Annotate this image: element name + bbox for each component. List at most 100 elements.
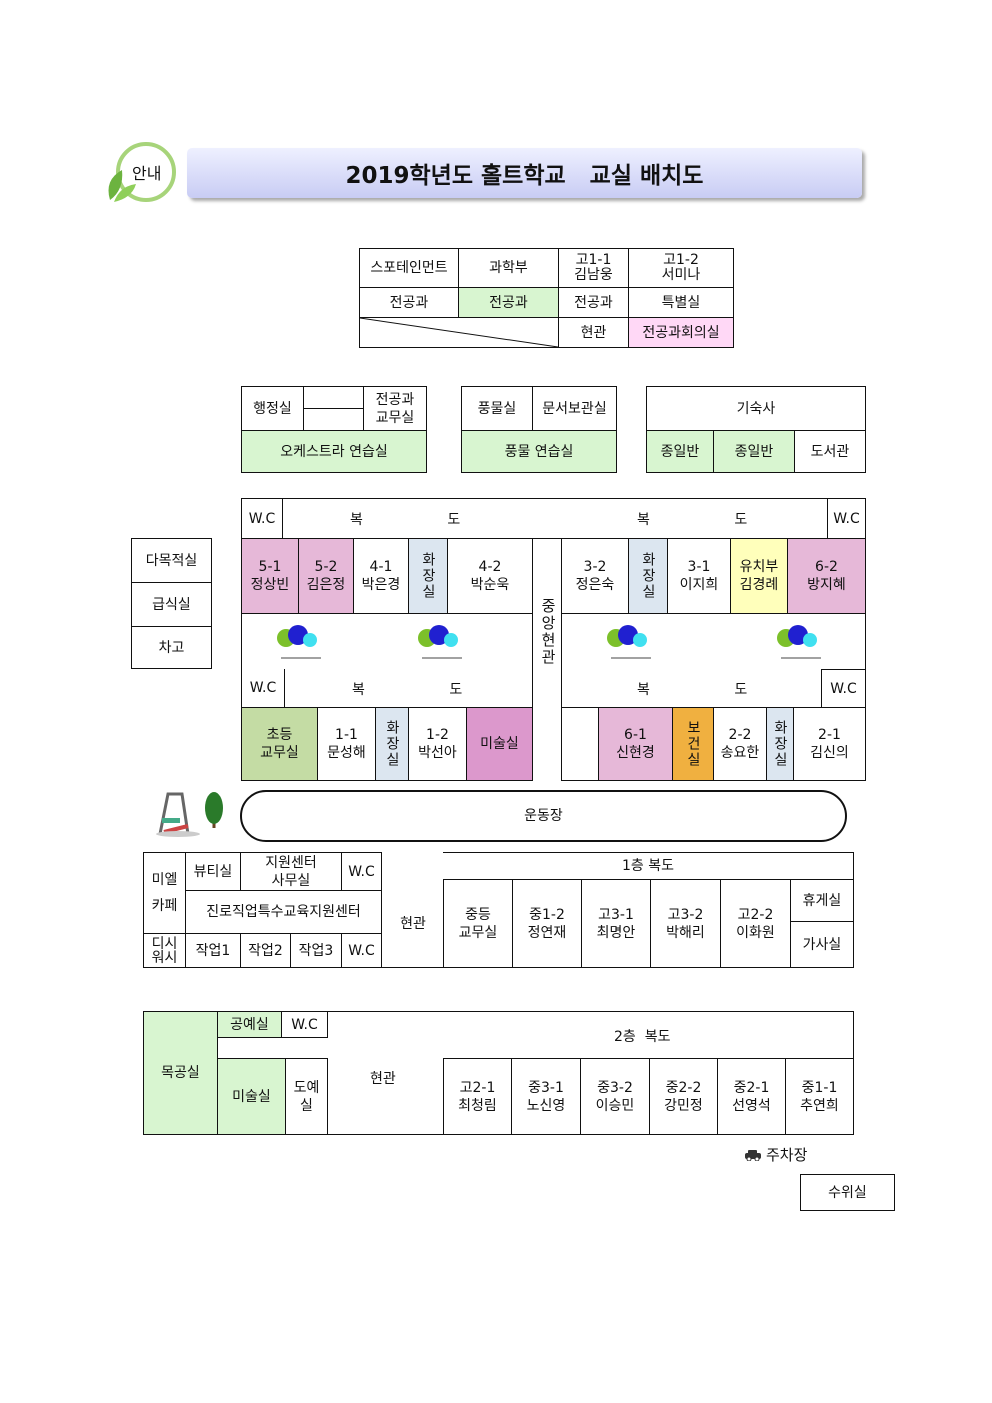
- room-kindergarten: 유치부 김경례: [730, 538, 788, 614]
- room-m3-1: 중3-1 노신영: [511, 1058, 581, 1135]
- room-art: 미술실: [466, 707, 533, 781]
- room-h1-2: 고1-2 서미나: [628, 248, 734, 288]
- room-admin: 행정실: [241, 386, 304, 431]
- guide-badge: 안내: [102, 140, 180, 206]
- room-miel-cafe: 미엘 카페: [143, 852, 186, 934]
- room-allday-2: 종일반: [713, 430, 795, 473]
- room-3-1: 3-1 이지희: [667, 538, 731, 614]
- wc-floor1-bottom: W.C: [341, 933, 382, 968]
- room-m2-1: 중2-1 선영석: [717, 1058, 786, 1135]
- room-6-1: 6-1 신현경: [598, 707, 673, 781]
- room-beauty: 뷰티실: [185, 852, 241, 891]
- playground: 운동장: [240, 790, 847, 842]
- room-support-office: 지원센터 사무실: [240, 852, 342, 891]
- room-entrance-top: 현관: [558, 317, 629, 348]
- room-6-2: 6-2 방지혜: [787, 538, 866, 614]
- room-2-1: 2-1 김신의: [793, 707, 866, 781]
- room-guard: 수위실: [800, 1174, 895, 1211]
- room-m1-2: 중1-2 정연재: [512, 879, 582, 968]
- room-blank-a1: [303, 386, 364, 409]
- room-multipurpose: 다목적실: [131, 538, 212, 583]
- room-archive: 문서보관실: [532, 386, 617, 431]
- corridor-label-ul: 복 도: [350, 512, 460, 528]
- upper-corridor: [241, 498, 866, 539]
- room-4-2: 4-2 박순욱: [447, 538, 533, 614]
- room-m3-2: 중3-2 이승민: [580, 1058, 650, 1135]
- room-major-3: 전공과: [558, 287, 629, 318]
- room-h2-2: 고2-2 이화원: [720, 879, 791, 968]
- wc-floor2: W.C: [281, 1011, 328, 1038]
- room-h1-1: 고1-1 김남웅: [558, 248, 629, 288]
- room-craft: 공예실: [217, 1011, 282, 1038]
- tree-icon: [607, 625, 651, 659]
- restroom-ur: 화장실: [628, 538, 668, 614]
- restroom-ll: 화장실: [375, 707, 409, 781]
- room-h3-1: 고3-1 최명안: [581, 879, 651, 968]
- room-5-1: 5-1 정상빈: [241, 538, 299, 614]
- room-major-1: 전공과: [359, 287, 459, 318]
- room-dishwash: 디시 워시: [143, 933, 186, 968]
- room-cafeteria: 급식실: [131, 582, 212, 627]
- room-pungmul: 풍물실: [461, 386, 533, 431]
- room-pungmul-practice: 풍물 연습실: [461, 430, 617, 473]
- tree-icon: [277, 625, 321, 659]
- restroom-lr: 화장실: [766, 707, 794, 781]
- room-1-1: 1-1 문성해: [317, 707, 376, 781]
- room-allday-1: 종일반: [646, 430, 714, 473]
- room-library: 도서관: [794, 430, 866, 473]
- room-5-2: 5-2 김은정: [298, 538, 354, 614]
- room-health: 보건실: [672, 707, 714, 781]
- room-3-2: 3-2 정은숙: [561, 538, 629, 614]
- room-woodwork: 목공실: [143, 1011, 218, 1135]
- wc-floor1-top: W.C: [341, 852, 382, 891]
- wc-upper-left: W.C: [241, 498, 283, 539]
- room-sportainment: 스포테인먼트: [359, 248, 459, 288]
- car-icon: [745, 1150, 761, 1161]
- room-blank-lr: [561, 707, 599, 781]
- room-major-meeting: 전공과회의실: [628, 317, 734, 348]
- floor2-entrance: 현관: [370, 1071, 396, 1087]
- diagonal-line: [360, 318, 558, 347]
- floor2-corridor: 2층 복도: [614, 1029, 671, 1045]
- parking-label: 주차장: [766, 1146, 808, 1164]
- room-orchestra: 오케스트라 연습실: [241, 430, 427, 473]
- diagonal-cell: [359, 317, 559, 348]
- swing-icon: [156, 792, 223, 837]
- room-lounge: 휴게실: [790, 879, 854, 922]
- tree-icon: [418, 625, 462, 659]
- title-banner: 2019학년도 홀트학교 교실 배치도: [187, 148, 862, 198]
- central-entrance: 중앙현관: [539, 598, 557, 666]
- lower-corridor-left: [241, 669, 533, 708]
- room-major-2: 전공과: [458, 287, 559, 318]
- floor1-entrance: 현관: [381, 880, 444, 968]
- room-home-ec: 가사실: [790, 921, 854, 968]
- room-pottery: 도예 실: [285, 1058, 328, 1135]
- room-m1-1: 중1-1 추연희: [785, 1058, 854, 1135]
- room-work-3: 작업3: [290, 933, 342, 968]
- room-art-2: 미술실: [217, 1058, 286, 1135]
- corridor-label-lr: 복 도: [637, 682, 747, 698]
- room-h3-2: 고3-2 박해리: [650, 879, 721, 968]
- room-blank-a2: [303, 408, 364, 431]
- room-garage: 차고: [131, 626, 212, 669]
- room-2-2: 2-2 송요한: [713, 707, 767, 781]
- room-m2-2: 중2-2 강민정: [649, 1058, 718, 1135]
- room-work-2: 작업2: [240, 933, 291, 968]
- wc-upper-right: W.C: [827, 498, 866, 539]
- wc-lower-left: W.C: [241, 669, 285, 708]
- wc-lower-right: W.C: [821, 669, 866, 708]
- room-work-1: 작업1: [185, 933, 241, 968]
- room-middle-office: 중등 교무실: [443, 879, 513, 968]
- tree-icon: [777, 625, 821, 659]
- corridor-label-ll: 복 도: [352, 682, 462, 698]
- room-dorm: 기숙사: [646, 386, 866, 431]
- restroom-ul: 화장실: [408, 538, 448, 614]
- room-career-center: 진로직업특수교육지원센터: [185, 890, 382, 934]
- leaf-logo-icon: [108, 142, 176, 202]
- room-special: 특별실: [628, 287, 734, 318]
- page-title: 2019학년도 홀트학교 교실 배치도: [345, 163, 704, 189]
- badge-label: 안내: [132, 164, 162, 183]
- room-h2-1: 고2-1 최청림: [443, 1058, 512, 1135]
- corridor-label-ur: 복 도: [637, 512, 747, 528]
- floor1-corridor: 1층 복도: [443, 852, 854, 880]
